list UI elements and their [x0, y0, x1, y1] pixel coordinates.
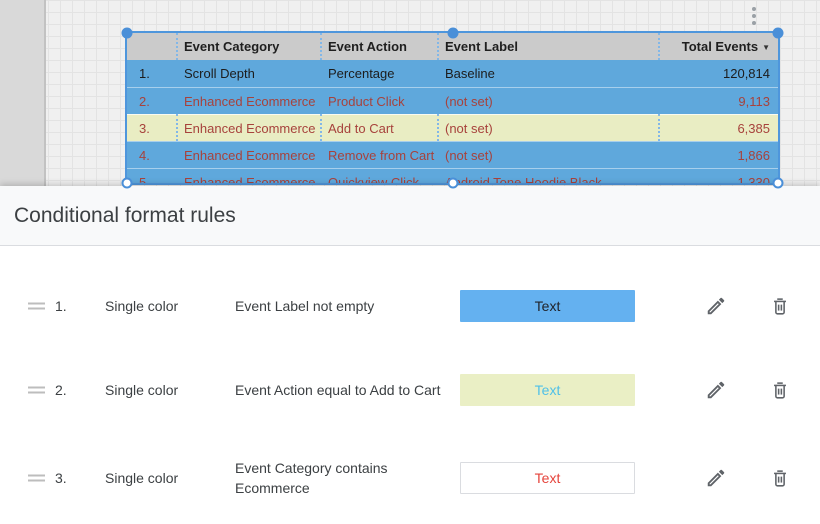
trash-icon — [774, 298, 786, 315]
rule-color-swatch[interactable]: Text — [460, 462, 635, 494]
table-row: 1. Scroll Depth Percentage Baseline 120,… — [127, 60, 778, 87]
table-row: 3. Enhanced Ecommerce Add to Cart (not s… — [127, 114, 778, 141]
col-header-event-action[interactable]: Event Action — [328, 39, 407, 54]
col-header-event-label[interactable]: Event Label — [445, 39, 518, 54]
trash-icon — [774, 382, 786, 399]
selection-handle[interactable] — [772, 27, 784, 39]
table-row: 5. Enhanced Ecommerce Quickview Click An… — [127, 168, 778, 183]
column-guide — [320, 33, 322, 60]
row-number: 2. — [139, 93, 150, 109]
table-header-row: Event Category Event Action Event Label … — [127, 33, 778, 60]
column-guide — [176, 114, 178, 141]
row-number: 1. — [139, 66, 150, 81]
format-rule-row: 2. Single color Event Action equal to Ad… — [0, 348, 820, 432]
sort-desc-icon: ▼ — [762, 43, 770, 52]
rule-color-swatch[interactable]: Text — [460, 290, 635, 322]
rule-type: Single color — [105, 470, 179, 486]
selection-handle[interactable] — [121, 27, 133, 39]
row-number: 3. — [139, 120, 150, 136]
rule-condition: Event Category contains Ecommerce — [235, 460, 388, 496]
rule-number: 2. — [55, 382, 67, 398]
rule-number: 1. — [55, 298, 67, 314]
rule-condition: Event Label not empty — [235, 298, 375, 314]
rule-number: 3. — [55, 470, 67, 486]
pencil-icon — [707, 297, 725, 315]
selection-handle[interactable] — [447, 27, 459, 39]
cell-event-action: Add to Cart — [328, 120, 394, 136]
selection-handle[interactable] — [772, 177, 784, 189]
cell-event-category: Enhanced Ecommerce — [184, 93, 316, 109]
conditional-format-panel: Conditional format rules 1. Single color… — [0, 186, 820, 524]
panel-header: Conditional format rules — [0, 186, 820, 246]
rule-type: Single color — [105, 298, 179, 314]
delete-rule-button[interactable] — [766, 376, 794, 404]
column-guide — [320, 114, 322, 141]
column-guide — [658, 33, 660, 60]
delete-rule-button[interactable] — [766, 292, 794, 320]
drag-handle-icon[interactable] — [28, 472, 45, 485]
canvas-left-margin — [0, 0, 46, 200]
edit-rule-button[interactable] — [702, 292, 730, 320]
cell-event-label: Android Tone Hoodie Black — [445, 174, 602, 184]
more-options-icon[interactable] — [750, 7, 758, 28]
cell-total-events: 9,113 — [738, 93, 770, 109]
edit-rule-button[interactable] — [702, 464, 730, 492]
pencil-icon — [707, 381, 725, 399]
cell-event-label: (not set) — [445, 120, 493, 136]
cell-event-label: (not set) — [445, 147, 493, 163]
column-guide — [437, 33, 439, 60]
swatch-label: Text — [534, 470, 561, 486]
table-row: 2. Enhanced Ecommerce Product Click (not… — [127, 87, 778, 114]
panel-title: Conditional format rules — [14, 203, 236, 227]
cell-total-events: 1,866 — [737, 147, 770, 163]
events-table[interactable]: Event Category Event Action Event Label … — [125, 31, 780, 185]
cell-event-action: Product Click — [328, 93, 405, 109]
cell-event-label: (not set) — [445, 93, 493, 109]
swatch-label: Text — [534, 298, 561, 314]
rule-type: Single color — [105, 382, 179, 398]
cell-total-events: 6,385 — [737, 120, 770, 136]
cell-event-category: Enhanced Ecommerce — [184, 120, 316, 136]
drag-handle-icon[interactable] — [28, 300, 45, 313]
format-rule-row: 3. Single color Event Category contains … — [0, 432, 820, 524]
cell-event-category: Enhanced Ecommerce — [184, 174, 316, 184]
column-guide — [658, 114, 660, 141]
row-number: 4. — [139, 147, 150, 163]
cell-event-action: Percentage — [328, 66, 395, 81]
col-header-event-category[interactable]: Event Category — [184, 39, 280, 54]
format-rule-row: 1. Single color Event Label not empty Te… — [0, 264, 820, 348]
selection-handle[interactable] — [447, 177, 459, 189]
cell-total-events: 1,330 — [737, 174, 770, 184]
drag-handle-icon[interactable] — [28, 384, 45, 397]
selection-handle[interactable] — [121, 177, 133, 189]
table-row: 4. Enhanced Ecommerce Remove from Cart (… — [127, 141, 778, 168]
edit-rule-button[interactable] — [702, 376, 730, 404]
swatch-label: Text — [534, 382, 561, 398]
column-guide — [176, 33, 178, 60]
cell-event-action: Remove from Cart — [328, 147, 435, 163]
row-number: 5. — [139, 174, 150, 184]
cell-event-action: Quickview Click — [328, 174, 420, 184]
rule-color-swatch[interactable]: Text — [460, 374, 635, 406]
delete-rule-button[interactable] — [766, 464, 794, 492]
cell-event-label: Baseline — [445, 66, 495, 81]
cell-event-category: Enhanced Ecommerce — [184, 147, 316, 163]
rule-condition: Event Action equal to Add to Cart — [235, 382, 441, 398]
cell-event-category: Scroll Depth — [184, 66, 255, 81]
cell-total-events: 120,814 — [723, 66, 770, 81]
col-header-total-events[interactable]: Total Events▼ — [681, 39, 770, 54]
trash-icon — [774, 470, 786, 487]
column-guide — [437, 114, 439, 141]
pencil-icon — [707, 469, 725, 487]
